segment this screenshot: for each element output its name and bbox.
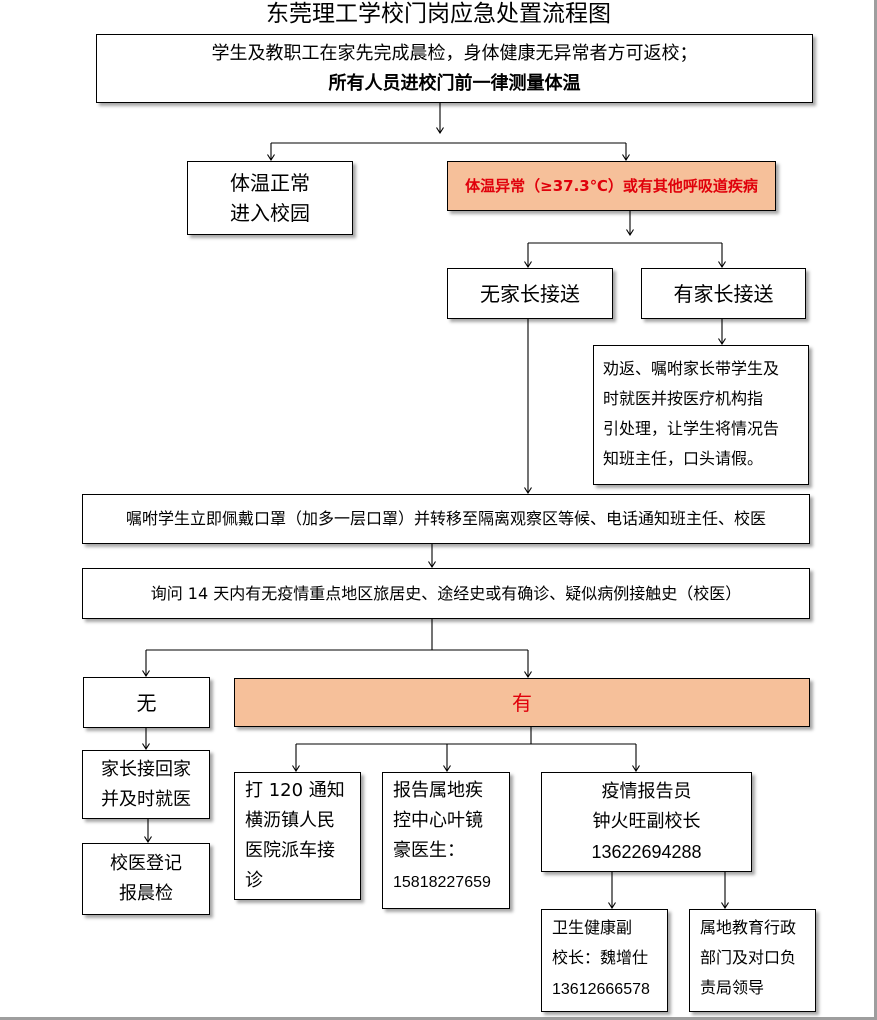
temp-normal-box: 体温正常 进入校园: [187, 161, 353, 235]
page-title: 东莞理工学校门岗应急处置流程图: [266, 1, 611, 27]
persuade-line2: 时就医并按医疗机构指: [603, 389, 764, 408]
no-history-box: 无: [83, 677, 210, 728]
persuade-return-box: 劝返、嘱咐家长带学生及 时就医并按医疗机构指 引处理，让学生将情况告 知班主任，…: [593, 345, 809, 485]
doctor-register-box: 校医登记 报晨检: [82, 843, 210, 915]
no-history-label: 无: [136, 690, 157, 715]
morning-check-line2: 所有人员进校门前一律测量体温: [328, 72, 581, 94]
call-120-line3: 医院派车接: [245, 840, 335, 861]
edu-dept-line2: 部门及对口负: [700, 948, 797, 967]
morning-check-box: 学生及教职工在家先完成晨检，身体健康无异常者方可返校； 所有人员进校门前一律测量…: [96, 34, 813, 103]
edu-dept-box: 属地教育行政 部门及对口负 责局领导: [689, 909, 816, 1012]
edu-dept-line1: 属地教育行政: [700, 918, 797, 937]
parent-pickup-line1: 家长接回家: [101, 758, 191, 780]
report-cdc-line2: 控中心叶镜: [393, 810, 483, 831]
epidemic-reporter-box: 疫情报告员 钟火旺副校长 13622694288: [541, 772, 752, 872]
call-120-line1: 打 120 通知: [245, 780, 345, 801]
health-vp-line2: 校长：魏增仕: [552, 948, 649, 967]
edu-dept-line3: 责局领导: [700, 978, 765, 997]
inquire-history-label: 询问 14 天内有无疫情重点地区旅居史、途经史或有确诊、疑似病例接触史（校医）: [150, 583, 742, 603]
report-cdc-phone: 15818227659: [393, 874, 491, 891]
morning-check-line1: 学生及教职工在家先完成晨检，身体健康无异常者方可返校；: [211, 42, 698, 64]
doctor-register-line2: 报晨检: [119, 883, 173, 904]
call-120-line2: 横沥镇人民: [245, 810, 335, 831]
mask-isolate-label: 嘱咐学生立即佩戴口罩（加多一层口罩）并转移至隔离观察区等候、电话通知班主任、校医: [125, 509, 766, 528]
temp-abnormal-label: 体温异常（≥37.3℃）或有其他呼吸道疾病: [465, 177, 758, 195]
has-history-label: 有: [512, 690, 532, 715]
health-vp-box: 卫生健康副 校长：魏增仕 13612666578: [541, 909, 668, 1012]
temp-normal-line2: 进入校园: [230, 201, 310, 225]
no-parent-box: 无家长接送: [447, 268, 613, 319]
health-vp-line1: 卫生健康副: [552, 918, 633, 937]
temp-abnormal-box: 体温异常（≥37.3℃）或有其他呼吸道疾病: [447, 161, 776, 211]
persuade-line3: 引处理，让学生将情况告: [603, 419, 780, 438]
report-cdc-box: 报告属地疾 控中心叶镜 豪医生： 15818227659: [382, 772, 510, 909]
doctor-register-line1: 校医登记: [110, 853, 182, 874]
parent-pickup-line2: 并及时就医: [101, 788, 191, 810]
health-vp-phone: 13612666578: [552, 981, 650, 998]
epidemic-reporter-line2: 钟火旺副校长: [592, 811, 701, 832]
mask-isolate-box: 嘱咐学生立即佩戴口罩（加多一层口罩）并转移至隔离观察区等候、电话通知班主任、校医: [82, 494, 810, 544]
report-cdc-line1: 报告属地疾: [393, 780, 483, 801]
epidemic-reporter-line1: 疫情报告员: [601, 781, 692, 802]
epidemic-reporter-phone: 13622694288: [591, 842, 702, 862]
has-history-box: 有: [234, 678, 810, 727]
no-parent-label: 无家长接送: [480, 281, 580, 306]
report-cdc-line3: 豪医生：: [393, 840, 465, 861]
has-parent-box: 有家长接送: [641, 268, 806, 319]
persuade-line1: 劝返、嘱咐家长带学生及: [603, 359, 780, 378]
call-120-box: 打 120 通知 横沥镇人民 医院派车接 诊: [234, 772, 361, 900]
has-parent-label: 有家长接送: [673, 281, 774, 306]
persuade-line4: 知班主任，口头请假。: [603, 449, 764, 468]
temp-normal-line1: 体温正常: [230, 171, 310, 195]
parent-pickup-box: 家长接回家 并及时就医: [82, 750, 210, 819]
call-120-line4: 诊: [245, 870, 263, 891]
inquire-history-box: 询问 14 天内有无疫情重点地区旅居史、途经史或有确诊、疑似病例接触史（校医）: [82, 568, 810, 619]
